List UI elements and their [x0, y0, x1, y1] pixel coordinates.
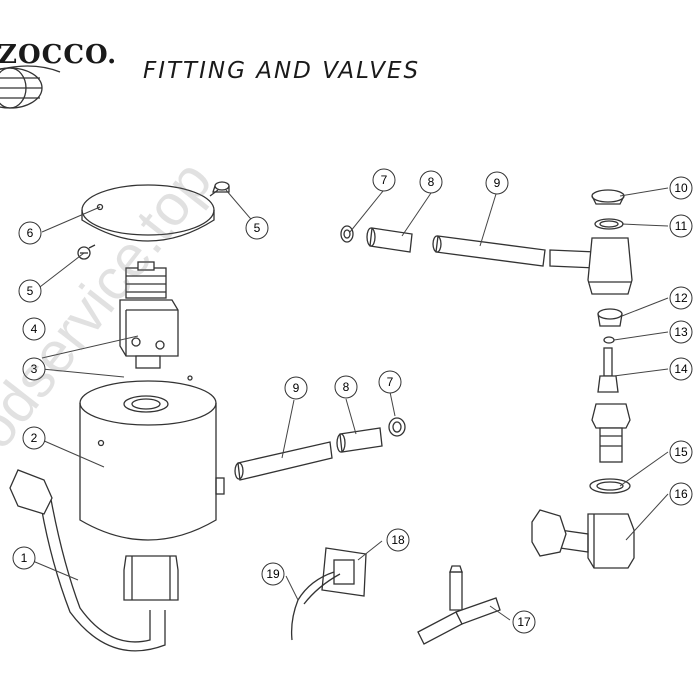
- part-7-clip-lower: [388, 417, 406, 437]
- callout-3: 3: [22, 357, 46, 381]
- callout-4: 4: [22, 317, 46, 341]
- svg-text:16: 16: [674, 487, 688, 501]
- svg-text:19: 19: [266, 567, 280, 581]
- leader-lines: [27, 187, 669, 621]
- part-1-pipe: [9, 469, 179, 652]
- svg-text:9: 9: [494, 176, 501, 190]
- svg-text:3: 3: [31, 362, 38, 376]
- part-8-sleeve-lower: [336, 427, 383, 453]
- part-18-switch-block: [321, 547, 367, 597]
- callout-8-upper: 8: [419, 170, 443, 194]
- brand-logo-text: ZOCCO.: [0, 40, 118, 70]
- part-8-sleeve-upper: [366, 227, 413, 253]
- part-17-tee-connector: [417, 565, 501, 645]
- callout-7-lower: 7: [378, 370, 402, 394]
- svg-text:12: 12: [674, 291, 688, 305]
- part-16-elbow: [531, 509, 635, 569]
- callout-9-upper: 9: [485, 171, 509, 195]
- svg-text:5: 5: [27, 284, 34, 298]
- part-7-clip-upper: [340, 225, 354, 243]
- callout-18: 18: [386, 528, 410, 552]
- svg-text:6: 6: [27, 226, 34, 240]
- part-5-screw-top: [209, 181, 230, 197]
- svg-text:9: 9: [293, 381, 300, 395]
- part-15-washer: [589, 478, 631, 494]
- part-2-cylinder: [79, 375, 225, 541]
- page-title: FITTING AND VALVES: [143, 58, 421, 84]
- callout-6: 6: [18, 221, 42, 245]
- svg-text:14: 14: [674, 362, 688, 376]
- callout-15: 15: [669, 440, 693, 464]
- part-4-valve-body: [119, 261, 179, 369]
- callout-13: 13: [669, 320, 693, 344]
- callout-16: 16: [669, 482, 693, 506]
- part-3-ring: [123, 395, 169, 413]
- svg-text:8: 8: [428, 175, 435, 189]
- callout-9-lower: 9: [284, 376, 308, 400]
- svg-text:15: 15: [674, 445, 688, 459]
- callout-8-lower: 8: [334, 375, 358, 399]
- svg-text:7: 7: [387, 375, 394, 389]
- svg-text:2: 2: [31, 431, 38, 445]
- callout-1: 1: [12, 546, 36, 570]
- part-right-elbow-top: [549, 237, 633, 295]
- callout-12: 12: [669, 286, 693, 310]
- svg-text:8: 8: [343, 380, 350, 394]
- callout-17: 17: [512, 610, 536, 634]
- callout-2: 2: [22, 426, 46, 450]
- svg-text:7: 7: [381, 173, 388, 187]
- part-9-tube-lower: [234, 441, 333, 481]
- callout-11: 11: [669, 214, 693, 238]
- callout-7-upper: 7: [372, 168, 396, 192]
- part-10-cap: [591, 189, 625, 205]
- svg-text:13: 13: [674, 325, 688, 339]
- brand-globe-logo: [0, 65, 61, 109]
- part-13-ring: [603, 336, 615, 344]
- callout-5-left: 5: [18, 279, 42, 303]
- part-right-fitting: [591, 403, 631, 463]
- svg-text:11: 11: [675, 219, 688, 233]
- part-14-jet: [597, 347, 619, 393]
- svg-text:1: 1: [21, 551, 28, 565]
- svg-text:4: 4: [31, 322, 38, 336]
- svg-text:18: 18: [391, 533, 405, 547]
- part-12-nut: [597, 308, 623, 327]
- callout-10: 10: [669, 176, 693, 200]
- svg-text:5: 5: [254, 221, 261, 235]
- part-9-tube-upper: [432, 235, 546, 267]
- part-6-cap: [81, 184, 215, 242]
- svg-text:17: 17: [517, 615, 531, 629]
- part-11-washer: [594, 218, 624, 230]
- svg-text:10: 10: [674, 181, 688, 195]
- callout-19: 19: [261, 562, 285, 586]
- callout-14: 14: [669, 357, 693, 381]
- callout-5-top: 5: [245, 216, 269, 240]
